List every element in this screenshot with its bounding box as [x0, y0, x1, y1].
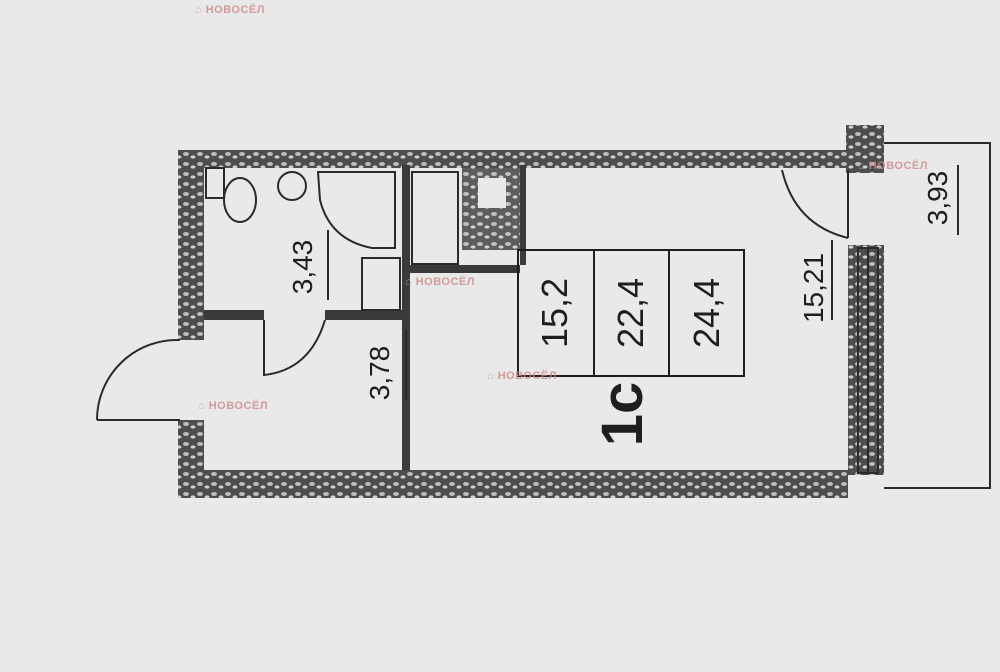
summary-area-with-balcony: 24,4 [686, 277, 727, 349]
watermark-logo: ⌂ НОВОСЁЛ [487, 370, 557, 382]
watermark-icon: ⌂ [487, 370, 495, 382]
watermark-icon: ⌂ [405, 276, 413, 288]
summary-living-area: 15,2 [534, 277, 575, 349]
living-room-area-label: 15,21 [798, 252, 829, 324]
bathroom-area-label: 3,43 [287, 239, 318, 295]
balcony-area-label: 3,93 [922, 170, 953, 226]
entry-door [96, 338, 181, 421]
exterior-walls [178, 125, 884, 498]
hallway-area-label: 3,78 [364, 345, 395, 401]
balcony [884, 142, 991, 489]
balcony-door [781, 169, 849, 239]
window [857, 247, 879, 474]
watermark-logo: ⌂ НОВОСЁЛ [195, 4, 265, 16]
interior-walls [204, 165, 526, 470]
watermark-logo: ⌂ НОВОСЁЛ [198, 400, 268, 412]
apartment-type-label: 1с [590, 381, 655, 447]
watermark-icon: ⌂ [198, 400, 206, 412]
watermark-icon: ⌂ [195, 4, 203, 16]
area-summary-table [517, 249, 745, 377]
bathroom-fixtures [205, 167, 459, 311]
watermark-logo: ⌂ НОВОСЁЛ [405, 276, 475, 288]
watermark-icon: ⌂ [858, 160, 866, 172]
dimension-lines [327, 230, 833, 400]
watermark-logo: ⌂ НОВОСЁЛ [858, 160, 928, 172]
bathroom-door [263, 319, 326, 377]
